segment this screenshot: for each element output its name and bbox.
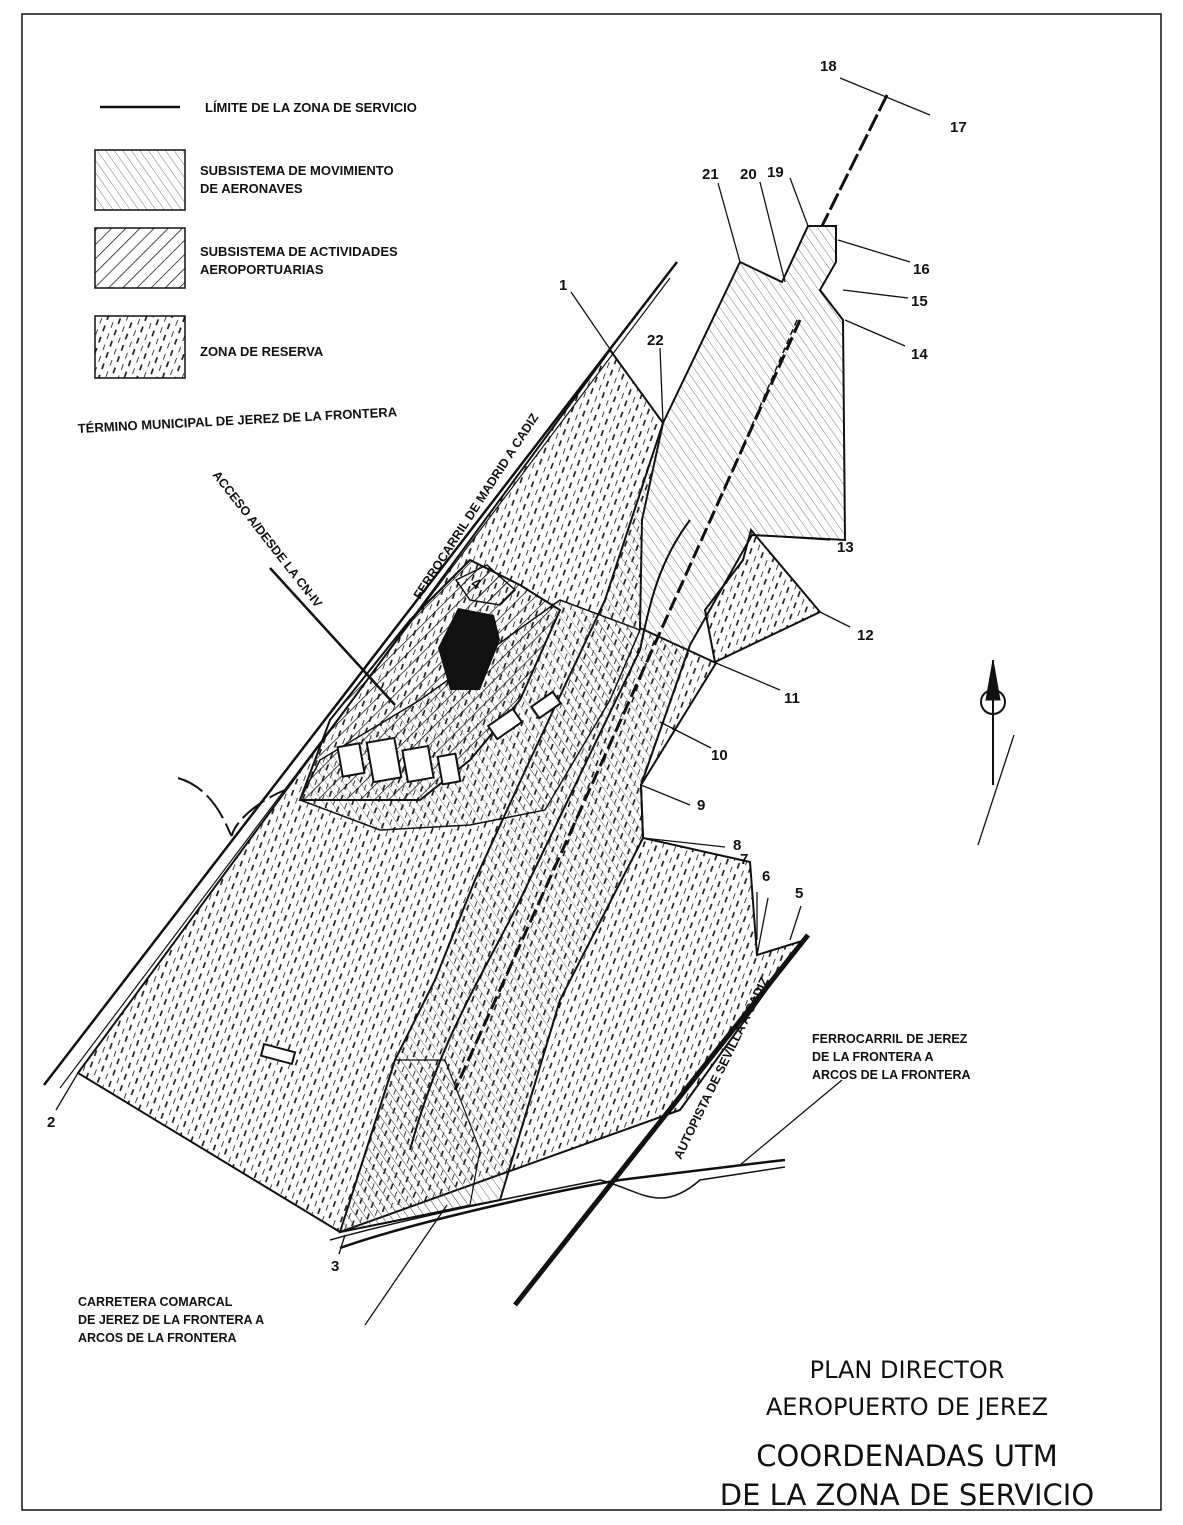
label-ferrocarril-jerez-3: ARCOS DE LA FRONTERA xyxy=(812,1068,971,1082)
point-label-5: 5 xyxy=(795,885,803,902)
regional-road-jerez-arcos xyxy=(329,1166,786,1241)
point-label-21: 21 xyxy=(702,166,719,183)
label-ferrocarril-jerez-2: DE LA FRONTERA A xyxy=(812,1050,934,1064)
label-ferrocarril-jerez-1: FERROCARRIL DE JEREZ xyxy=(812,1032,968,1046)
activities-area-north xyxy=(454,564,517,606)
label-acceso: ACCESO A/DESDE LA CN-IV xyxy=(210,468,326,610)
title-block: PLAN DIRECTOR AEROPUERTO DE JEREZ COORDE… xyxy=(720,1356,1094,1512)
approach-lights-inner xyxy=(719,319,798,501)
point-label-6: 6 xyxy=(762,868,770,885)
point-label-22: 22 xyxy=(647,332,664,349)
point-label-17: 17 xyxy=(950,119,967,136)
point-label-16: 16 xyxy=(913,261,930,278)
point-label-19: 19 xyxy=(767,164,784,181)
building-cluster xyxy=(259,690,563,1066)
map-areas xyxy=(76,94,889,1234)
point-label-2: 2 xyxy=(47,1114,55,1131)
movement-area-south xyxy=(339,1059,481,1233)
legend-movement-swatch xyxy=(94,149,186,211)
title-airport: AEROPUERTO DE JEREZ xyxy=(766,1393,1048,1421)
legend: LÍMITE DE LA ZONA DE SERVICIO SUBSISTEMA… xyxy=(77,100,417,436)
local-road-west xyxy=(177,777,286,837)
leader-carretera xyxy=(364,1204,448,1326)
legend-activities-label-2: AEROPORTUARIAS xyxy=(200,262,324,277)
terminal-building xyxy=(438,608,500,690)
railway-madrid-cadiz-2 xyxy=(59,277,671,1089)
label-carretera-1: CARRETERA COMARCAL xyxy=(78,1295,233,1309)
point-label-14: 14 xyxy=(911,346,928,363)
point-label-1: 1 xyxy=(559,277,567,294)
title-service-zone: DE LA ZONA DE SERVICIO xyxy=(720,1478,1094,1512)
railway-madrid-cadiz xyxy=(43,261,678,1086)
point-label-8: 8 xyxy=(733,837,741,854)
runway xyxy=(453,319,802,1091)
point-label-12: 12 xyxy=(857,627,874,644)
approach-lights xyxy=(820,94,889,227)
legend-reserve-swatch xyxy=(94,315,186,379)
title-plan-director: PLAN DIRECTOR xyxy=(810,1356,1005,1384)
label-carretera-3: ARCOS DE LA FRONTERA xyxy=(78,1331,237,1345)
legend-movement-label-2: DE AERONAVES xyxy=(200,181,303,196)
label-carretera-2: DE JEREZ DE LA FRONTERA A xyxy=(78,1313,264,1327)
access-road-cn-iv xyxy=(269,567,396,706)
legend-boundary-label: LÍMITE DE LA ZONA DE SERVICIO xyxy=(205,100,417,115)
point-label-10: 10 xyxy=(711,747,728,764)
transport-lines xyxy=(43,261,843,1326)
legend-reserve-label: ZONA DE RESERVA xyxy=(200,344,324,359)
legend-activities-swatch xyxy=(94,227,186,289)
legend-activities-label-1: SUBSISTEMA DE ACTIVIDADES xyxy=(200,244,398,259)
boundary-points: 1 2 3 4 5 6 7 8 9 10 11 12 13 14 15 16 1… xyxy=(47,58,967,1275)
legend-movement-label-1: SUBSISTEMA DE MOVIMIENTO xyxy=(200,163,394,178)
point-label-3: 3 xyxy=(331,1258,339,1275)
title-coordinates: COORDENADAS UTM xyxy=(756,1439,1057,1473)
north-arrow-icon xyxy=(977,659,1015,846)
point-leaders xyxy=(55,77,931,1255)
municipality-label: TÉRMINO MUNICIPAL DE JEREZ DE LA FRONTER… xyxy=(77,404,398,436)
point-label-9: 9 xyxy=(697,797,705,814)
motorway-sevilla-cadiz xyxy=(513,933,810,1307)
point-label-11: 11 xyxy=(784,690,800,707)
page-frame xyxy=(21,13,1162,1511)
point-label-18: 18 xyxy=(820,58,837,75)
leader-ferrocarril-jerez xyxy=(739,1079,843,1166)
taxiway xyxy=(409,519,691,1151)
point-label-13: 13 xyxy=(837,539,854,556)
point-label-7: 7 xyxy=(740,851,748,868)
point-label-15: 15 xyxy=(911,293,928,310)
point-label-20: 20 xyxy=(740,166,757,183)
